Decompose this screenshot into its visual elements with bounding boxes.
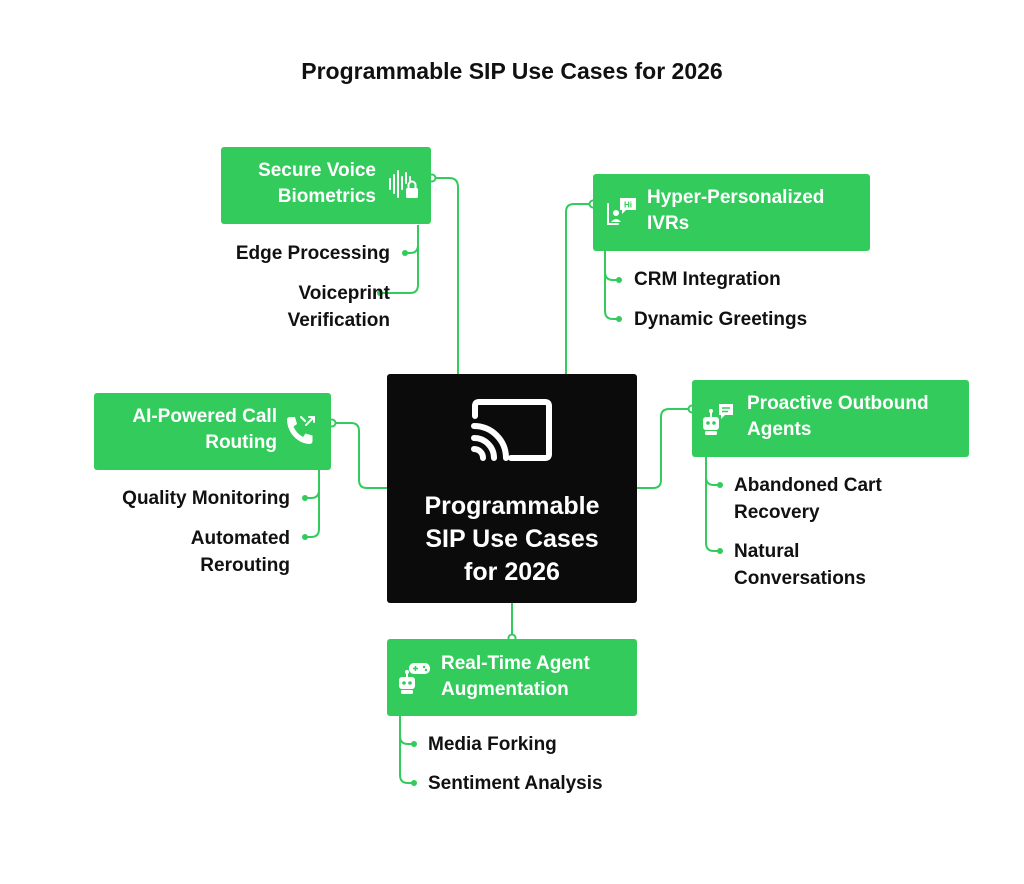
bullet-dot <box>717 548 723 554</box>
sub-link-dynamic <box>604 272 619 320</box>
leaf-voiceprint-verification: Voiceprint Verification <box>287 283 390 331</box>
node-label: Hyper-Personalized IVRs <box>647 187 825 234</box>
bullet-dot <box>411 780 417 786</box>
sub-link-rerouting <box>305 490 320 538</box>
link-voice-biometrics <box>432 177 459 374</box>
voice-lock-icon <box>389 170 418 198</box>
node-label: Proactive Outbound Agents <box>747 393 929 440</box>
node-hyper-personalized-ivrs: Hi Hyper-Personalized IVRs <box>593 174 870 251</box>
bullet-dot <box>616 277 622 283</box>
node-real-time-agent-augmentation: Real-Time Agent Augmentation <box>387 639 637 716</box>
robot-gamepad-icon <box>399 663 430 694</box>
center-label: Programmable SIP Use Cases for 2026 <box>424 492 600 586</box>
leaf-automated-rerouting: Automated Rerouting <box>190 528 290 576</box>
node-proactive-outbound-agents: Proactive Outbound Agents <box>692 380 969 457</box>
leaf-crm-integration: CRM Integration <box>634 269 781 290</box>
svg-text:Hi: Hi <box>624 201 632 210</box>
node-label: Real-Time Agent Augmentation <box>441 653 590 700</box>
diagram-title: Programmable SIP Use Cases for 2026 <box>301 58 723 84</box>
sub-link-edge-processing <box>405 225 419 254</box>
sub-link-natural <box>705 477 720 552</box>
sub-link-quality <box>305 470 320 499</box>
bullet-dot <box>302 534 308 540</box>
leaf-dynamic-greetings: Dynamic Greetings <box>634 309 808 330</box>
link-outbound <box>637 408 692 489</box>
bullet-dot <box>402 250 408 256</box>
leaf-edge-processing: Edge Processing <box>235 243 390 264</box>
link-ivrs <box>565 203 593 374</box>
leaf-natural-conversations: Natural Conversations <box>734 541 866 589</box>
sub-link-voiceprint <box>380 245 419 294</box>
bullet-dot <box>377 290 383 296</box>
robot-chat-icon <box>703 404 733 435</box>
sub-link-media <box>399 716 414 745</box>
link-call-routing <box>332 422 387 489</box>
sub-link-crm <box>604 251 619 281</box>
cast-icon <box>471 399 552 461</box>
sub-link-abandoned <box>705 457 720 486</box>
chat-person-icon: Hi <box>607 198 636 225</box>
phone-routing-icon <box>287 416 315 444</box>
bullet-dot <box>411 741 417 747</box>
sub-link-sentiment <box>399 736 414 784</box>
node-secure-voice-biometrics: Secure Voice Biometrics <box>221 147 431 224</box>
bullet-dot <box>717 482 723 488</box>
leaf-sentiment-analysis: Sentiment Analysis <box>428 773 603 794</box>
leaf-abandoned-cart-recovery: Abandoned Cart Recovery <box>734 475 882 523</box>
node-ai-powered-call-routing: AI-Powered Call Routing <box>94 393 331 470</box>
bullet-dot <box>616 316 622 322</box>
bullet-dot <box>302 495 308 501</box>
leaf-media-forking: Media Forking <box>428 734 557 755</box>
center-node: Programmable SIP Use Cases for 2026 <box>387 374 637 603</box>
node-label: Secure Voice Biometrics <box>258 160 376 207</box>
node-label: AI-Powered Call Routing <box>132 406 277 453</box>
leaf-quality-monitoring: Quality Monitoring <box>122 488 290 509</box>
